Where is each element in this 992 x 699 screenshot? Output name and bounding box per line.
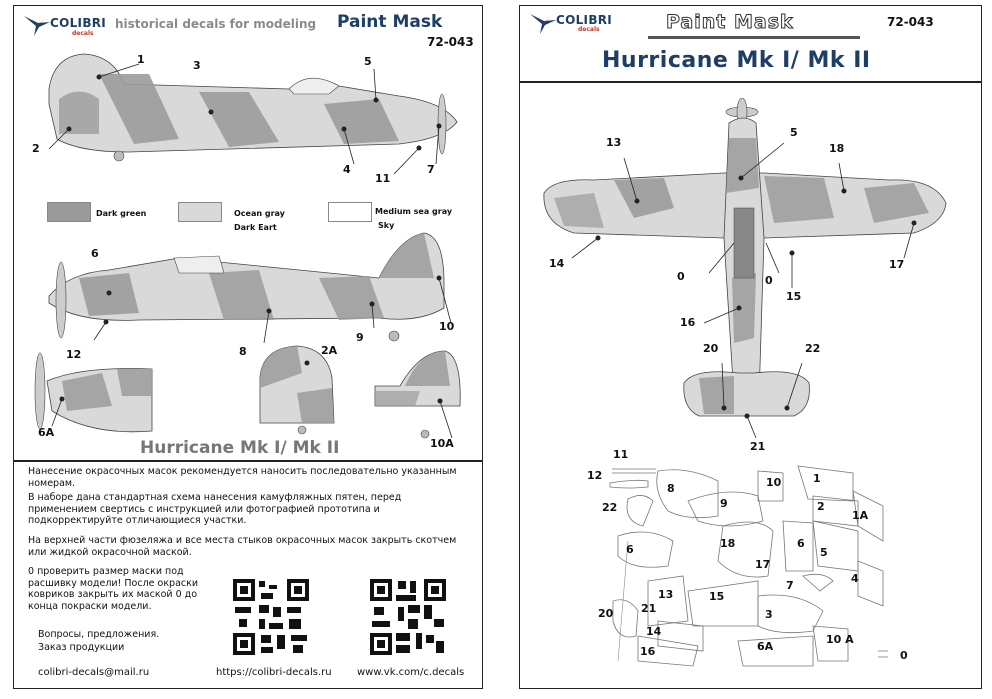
sheet-label: 17 bbox=[755, 558, 771, 571]
sheet-label: 1 bbox=[813, 472, 821, 485]
aircraft-plan-view bbox=[534, 98, 954, 438]
title-underline bbox=[648, 36, 860, 39]
callout-label: 6 bbox=[91, 247, 99, 260]
brand-name: COLIBRI bbox=[556, 13, 613, 27]
sheet-label: 4 bbox=[851, 572, 859, 585]
sheet-label: 10 A bbox=[826, 633, 854, 646]
callout-label: 21 bbox=[750, 440, 766, 453]
callout-label: 8 bbox=[239, 345, 247, 358]
sheet-label: 8 bbox=[667, 482, 675, 495]
page-title: Paint Mask bbox=[666, 11, 794, 34]
product-code: 72-043 bbox=[887, 15, 934, 29]
instruction-3: На верхней части фюзеляжа и все места ст… bbox=[28, 535, 457, 558]
swatch-medium-sea-gray bbox=[328, 202, 372, 222]
sheet-label: 2 bbox=[817, 500, 825, 513]
callout-label: 5 bbox=[364, 55, 372, 68]
legend-dark-eart: Dark Eart bbox=[234, 223, 277, 232]
sheet-label: 10 bbox=[766, 476, 782, 489]
callout-label: 9 bbox=[356, 331, 364, 344]
sheet-label: 20 bbox=[598, 607, 614, 620]
sheet-label: 21 bbox=[641, 602, 657, 615]
callout-label: 17 bbox=[889, 258, 905, 271]
instruction-1: Нанесение окрасочных масок рекомендуется… bbox=[28, 466, 457, 489]
instruction-6: Заказ продукции bbox=[38, 642, 125, 653]
sheet-label: 14 bbox=[646, 625, 662, 638]
sheet-label: 11 bbox=[613, 448, 629, 461]
sheet-label: 3 bbox=[765, 608, 773, 621]
callout-label: 11 bbox=[375, 172, 391, 185]
qr-code-website bbox=[233, 579, 309, 655]
callout-label: 12 bbox=[66, 348, 82, 361]
sheet-label: 5 bbox=[820, 546, 828, 559]
callout-label: 0 bbox=[765, 274, 773, 287]
legend-medium-sea-gray: Medium sea gray bbox=[375, 207, 453, 216]
sheet-label: 13 bbox=[658, 588, 674, 601]
brand-sub: decals bbox=[72, 30, 94, 37]
callout-label: 5 bbox=[790, 126, 798, 139]
divider bbox=[14, 460, 482, 462]
detail-tail-left-view bbox=[370, 346, 470, 446]
divider bbox=[520, 81, 981, 83]
callout-label: 14 bbox=[549, 257, 565, 270]
swatch-ocean-gray bbox=[178, 202, 222, 222]
brand-name: COLIBRI bbox=[50, 16, 107, 30]
website-link[interactable]: https://colibri-decals.ru bbox=[216, 667, 332, 678]
callout-label: 3 bbox=[193, 59, 201, 72]
sheet-label: 0 bbox=[900, 649, 908, 662]
callout-label: 22 bbox=[805, 342, 821, 355]
callout-label: 20 bbox=[703, 342, 719, 355]
callout-label: 7 bbox=[427, 163, 435, 176]
instruction-panel-left: COLIBRI decals historical decals for mod… bbox=[13, 5, 483, 689]
callout-label: 0 bbox=[677, 270, 685, 283]
sheet-label: 7 bbox=[786, 579, 794, 592]
instruction-panel-right: COLIBRI decals Paint Mask 72-043 Hurrica… bbox=[519, 5, 982, 689]
aircraft-profile-left-side bbox=[39, 228, 469, 343]
callout-label: 1 bbox=[137, 53, 145, 66]
sheet-label: 16 bbox=[640, 645, 656, 658]
callout-label: 2 bbox=[32, 142, 40, 155]
tagline: historical decals for modeling bbox=[115, 17, 317, 31]
callout-label: 13 bbox=[606, 136, 622, 149]
colibri-bird-icon bbox=[528, 12, 558, 36]
page-title: Paint Mask bbox=[337, 12, 443, 32]
subject-title: Hurricane Mk I/ Mk II bbox=[140, 438, 340, 458]
colibri-bird-icon bbox=[22, 14, 52, 38]
instruction-4: 0 проверить размер маски под расшивку мо… bbox=[28, 566, 199, 612]
product-code: 72-043 bbox=[427, 35, 474, 49]
qr-code-vk bbox=[370, 579, 446, 655]
detail-tail-fin-view bbox=[252, 338, 352, 438]
mask-cut-sheet bbox=[608, 461, 888, 671]
legend-ocean-gray: Ocean gray bbox=[234, 209, 285, 218]
callout-label: 4 bbox=[343, 163, 351, 176]
callout-label: 10A bbox=[430, 437, 454, 450]
sheet-label: 1A bbox=[852, 509, 869, 522]
instruction-2: В наборе дана стандартная схема нанесени… bbox=[28, 492, 402, 526]
callout-label: 16 bbox=[680, 316, 696, 329]
sheet-label: 6 bbox=[626, 543, 634, 556]
instruction-5: Вопросы, предложения. bbox=[38, 629, 160, 640]
vk-link[interactable]: www.vk.com/c.decals bbox=[357, 667, 465, 678]
callout-label: 6A bbox=[38, 426, 55, 439]
legend-dark-green: Dark green bbox=[96, 209, 147, 218]
detail-nose-view bbox=[22, 351, 162, 436]
contact-email[interactable]: colibri-decals@mail.ru bbox=[38, 667, 150, 678]
callout-label: 2A bbox=[321, 344, 338, 357]
sheet-label: 6A bbox=[757, 640, 774, 653]
sheet-label: 6 bbox=[797, 537, 805, 550]
brand-sub: decals bbox=[578, 26, 600, 33]
sheet-label: 18 bbox=[720, 537, 736, 550]
sheet-label: 22 bbox=[602, 501, 618, 514]
legend-sky: Sky bbox=[378, 221, 395, 230]
callout-label: 15 bbox=[786, 290, 802, 303]
callout-label: 10 bbox=[439, 320, 455, 333]
aircraft-profile-right-side bbox=[39, 44, 469, 174]
swatch-dark-green bbox=[47, 202, 91, 222]
subject-title: Hurricane Mk I/ Mk II bbox=[602, 48, 871, 73]
sheet-label: 15 bbox=[709, 590, 725, 603]
sheet-label: 12 bbox=[587, 469, 603, 482]
callout-label: 18 bbox=[829, 142, 845, 155]
sheet-label: 9 bbox=[720, 497, 728, 510]
